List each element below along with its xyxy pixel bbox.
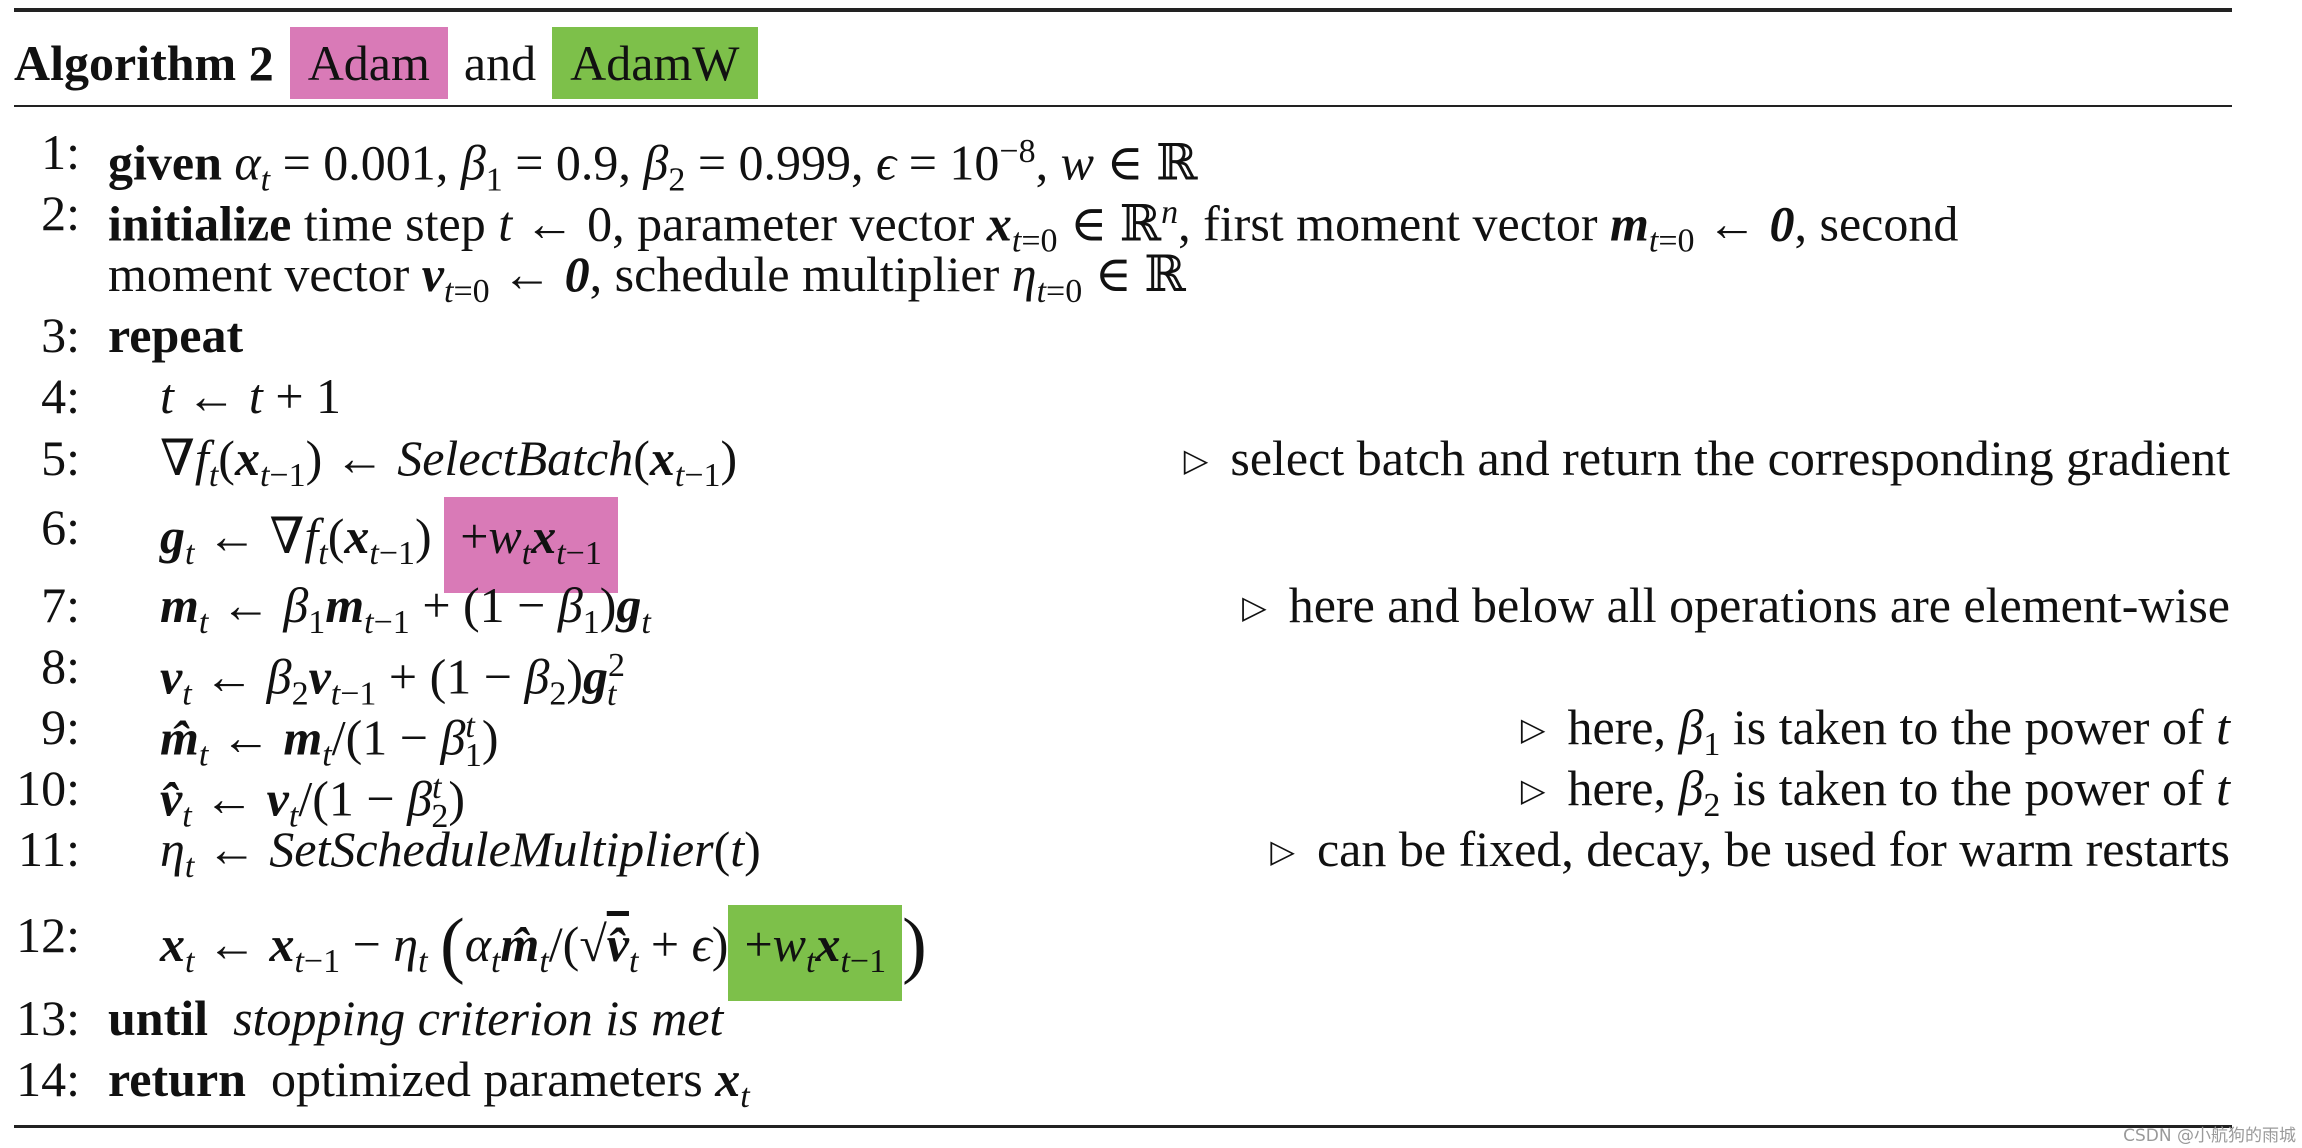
algorithm-line-13: 13: until stopping criterion is met <box>0 988 2240 1048</box>
line-number: 2: <box>41 185 80 241</box>
line-text: moment vector vt=0 ← 0, schedule multipl… <box>108 246 1186 310</box>
line-text: ∇ft(xt−1) ← SelectBatch(xt−1) <box>160 430 738 494</box>
line-text: xt ← xt−1 − ηt (αtm̂t/(√v̂t + ϵ)+wtxt−1) <box>160 905 927 1001</box>
line-number: 4: <box>41 368 80 424</box>
algorithm-line-9: 9: m̂t ← mt/(1 − βt1) ▷here, β1 is taken… <box>0 697 2240 774</box>
line-comment: ▷select batch and return the correspondi… <box>1183 430 2230 486</box>
algorithm-line-10: 10: v̂t ← vt/(1 − βt2) ▷here, β2 is take… <box>0 758 2240 835</box>
line-text: return optimized parameters xt <box>108 1051 750 1115</box>
algorithm-line-1: 1: given αt = 0.001, β1 = 0.9, β2 = 0.99… <box>0 122 2240 199</box>
algorithm-line-8: 8: vt ← β2vt−1 + (1 − β2)g2t <box>0 636 2240 713</box>
line-text: repeat <box>108 307 244 363</box>
adamw-highlight: AdamW <box>552 27 758 99</box>
line-number: 7: <box>41 577 80 633</box>
line-number: 1: <box>41 124 80 180</box>
line-number: 5: <box>41 430 80 486</box>
line-text: initialize time step t ← 0, parameter ve… <box>108 194 1959 260</box>
algorithm-line-5: 5: ∇ft(xt−1) ← SelectBatch(xt−1) ▷select… <box>0 428 2240 494</box>
algorithm-line-2: 2: initialize time step t ← 0, parameter… <box>0 183 2240 260</box>
line-comment: ▷here, β2 is taken to the power of t <box>1520 760 2230 824</box>
line-text: m̂t ← mt/(1 − βt1) <box>160 708 499 774</box>
line-text: given αt = 0.001, β1 = 0.9, β2 = 0.999, … <box>108 133 1198 199</box>
algorithm-label: Algorithm 2 <box>14 35 274 91</box>
line-text: until stopping criterion is met <box>108 990 724 1046</box>
algorithm-line-4: 4: t ← t + 1 <box>0 366 2240 426</box>
line-number: 9: <box>41 699 80 755</box>
line-number: 11: <box>17 821 80 877</box>
line-comment: ▷here and below all operations are eleme… <box>1242 577 2230 633</box>
watermark: CSDN @小航狗的雨城 <box>2123 1126 2296 1146</box>
algorithm-line-14: 14: return optimized parameters xt <box>0 1049 2240 1115</box>
algorithm-line-6: 6: gt ← ∇ft(xt−1) +wtxt−1 <box>0 497 2240 593</box>
bottom-rule <box>14 1125 2232 1128</box>
line-text: gt ← ∇ft(xt−1) +wtxt−1 <box>160 497 618 593</box>
line-text: t ← t + 1 <box>160 368 342 424</box>
line-comment: ▷can be fixed, decay, be used for warm r… <box>1270 821 2230 877</box>
adamw-weight-decay-term: +wtxt−1 <box>728 905 903 1001</box>
line-number: 10: <box>16 760 80 816</box>
algorithm-line-12: 12: xt ← xt−1 − ηt (αtm̂t/(√v̂t + ϵ)+wtx… <box>0 905 2240 1001</box>
algorithm-line-7: 7: mt ← β1mt−1 + (1 − β1)gt ▷here and be… <box>0 575 2240 641</box>
adam-highlight: Adam <box>289 27 448 99</box>
algorithm-title: Algorithm 2 Adam and AdamW <box>14 27 758 99</box>
line-text: mt ← β1mt−1 + (1 − β1)gt <box>160 577 651 641</box>
line-number: 6: <box>41 499 80 555</box>
line-number: 8: <box>41 638 80 694</box>
line-text: vt ← β2vt−1 + (1 − β2)g2t <box>160 647 626 713</box>
adam-weight-decay-term: +wtxt−1 <box>444 497 618 593</box>
top-rule <box>14 8 2232 12</box>
line-text: ηt ← SetScheduleMultiplier(t) <box>160 821 761 885</box>
algorithm-line-3: 3: repeat <box>0 305 2240 365</box>
line-comment: ▷here, β1 is taken to the power of t <box>1520 699 2230 763</box>
line-number: 14: <box>16 1051 80 1107</box>
line-number: 12: <box>16 907 80 963</box>
title-and: and <box>463 35 537 91</box>
line-number: 3: <box>41 307 80 363</box>
line-text: v̂t ← vt/(1 − βt2) <box>160 769 466 835</box>
algorithm-line-11: 11: ηt ← SetScheduleMultiplier(t) ▷can b… <box>0 819 2240 885</box>
algorithm-line-2-cont: moment vector vt=0 ← 0, schedule multipl… <box>0 244 2240 310</box>
line-number: 13: <box>16 990 80 1046</box>
header-rule <box>14 105 2232 107</box>
